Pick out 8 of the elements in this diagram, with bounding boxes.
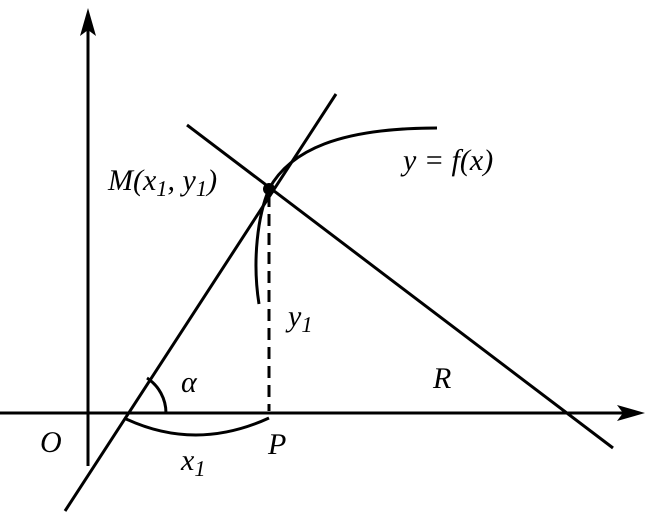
math-label: R	[433, 364, 452, 394]
math-label: y = f(x)	[403, 146, 494, 176]
math-label: P	[268, 430, 286, 460]
math-label: x$_{1}$	[181, 446, 206, 476]
math-label: y$_{1}$	[288, 302, 313, 332]
math-label: O	[40, 428, 62, 458]
math-label: M(x$_{1}$, y$_{1}$)	[108, 166, 218, 196]
math-label: α	[181, 368, 197, 398]
